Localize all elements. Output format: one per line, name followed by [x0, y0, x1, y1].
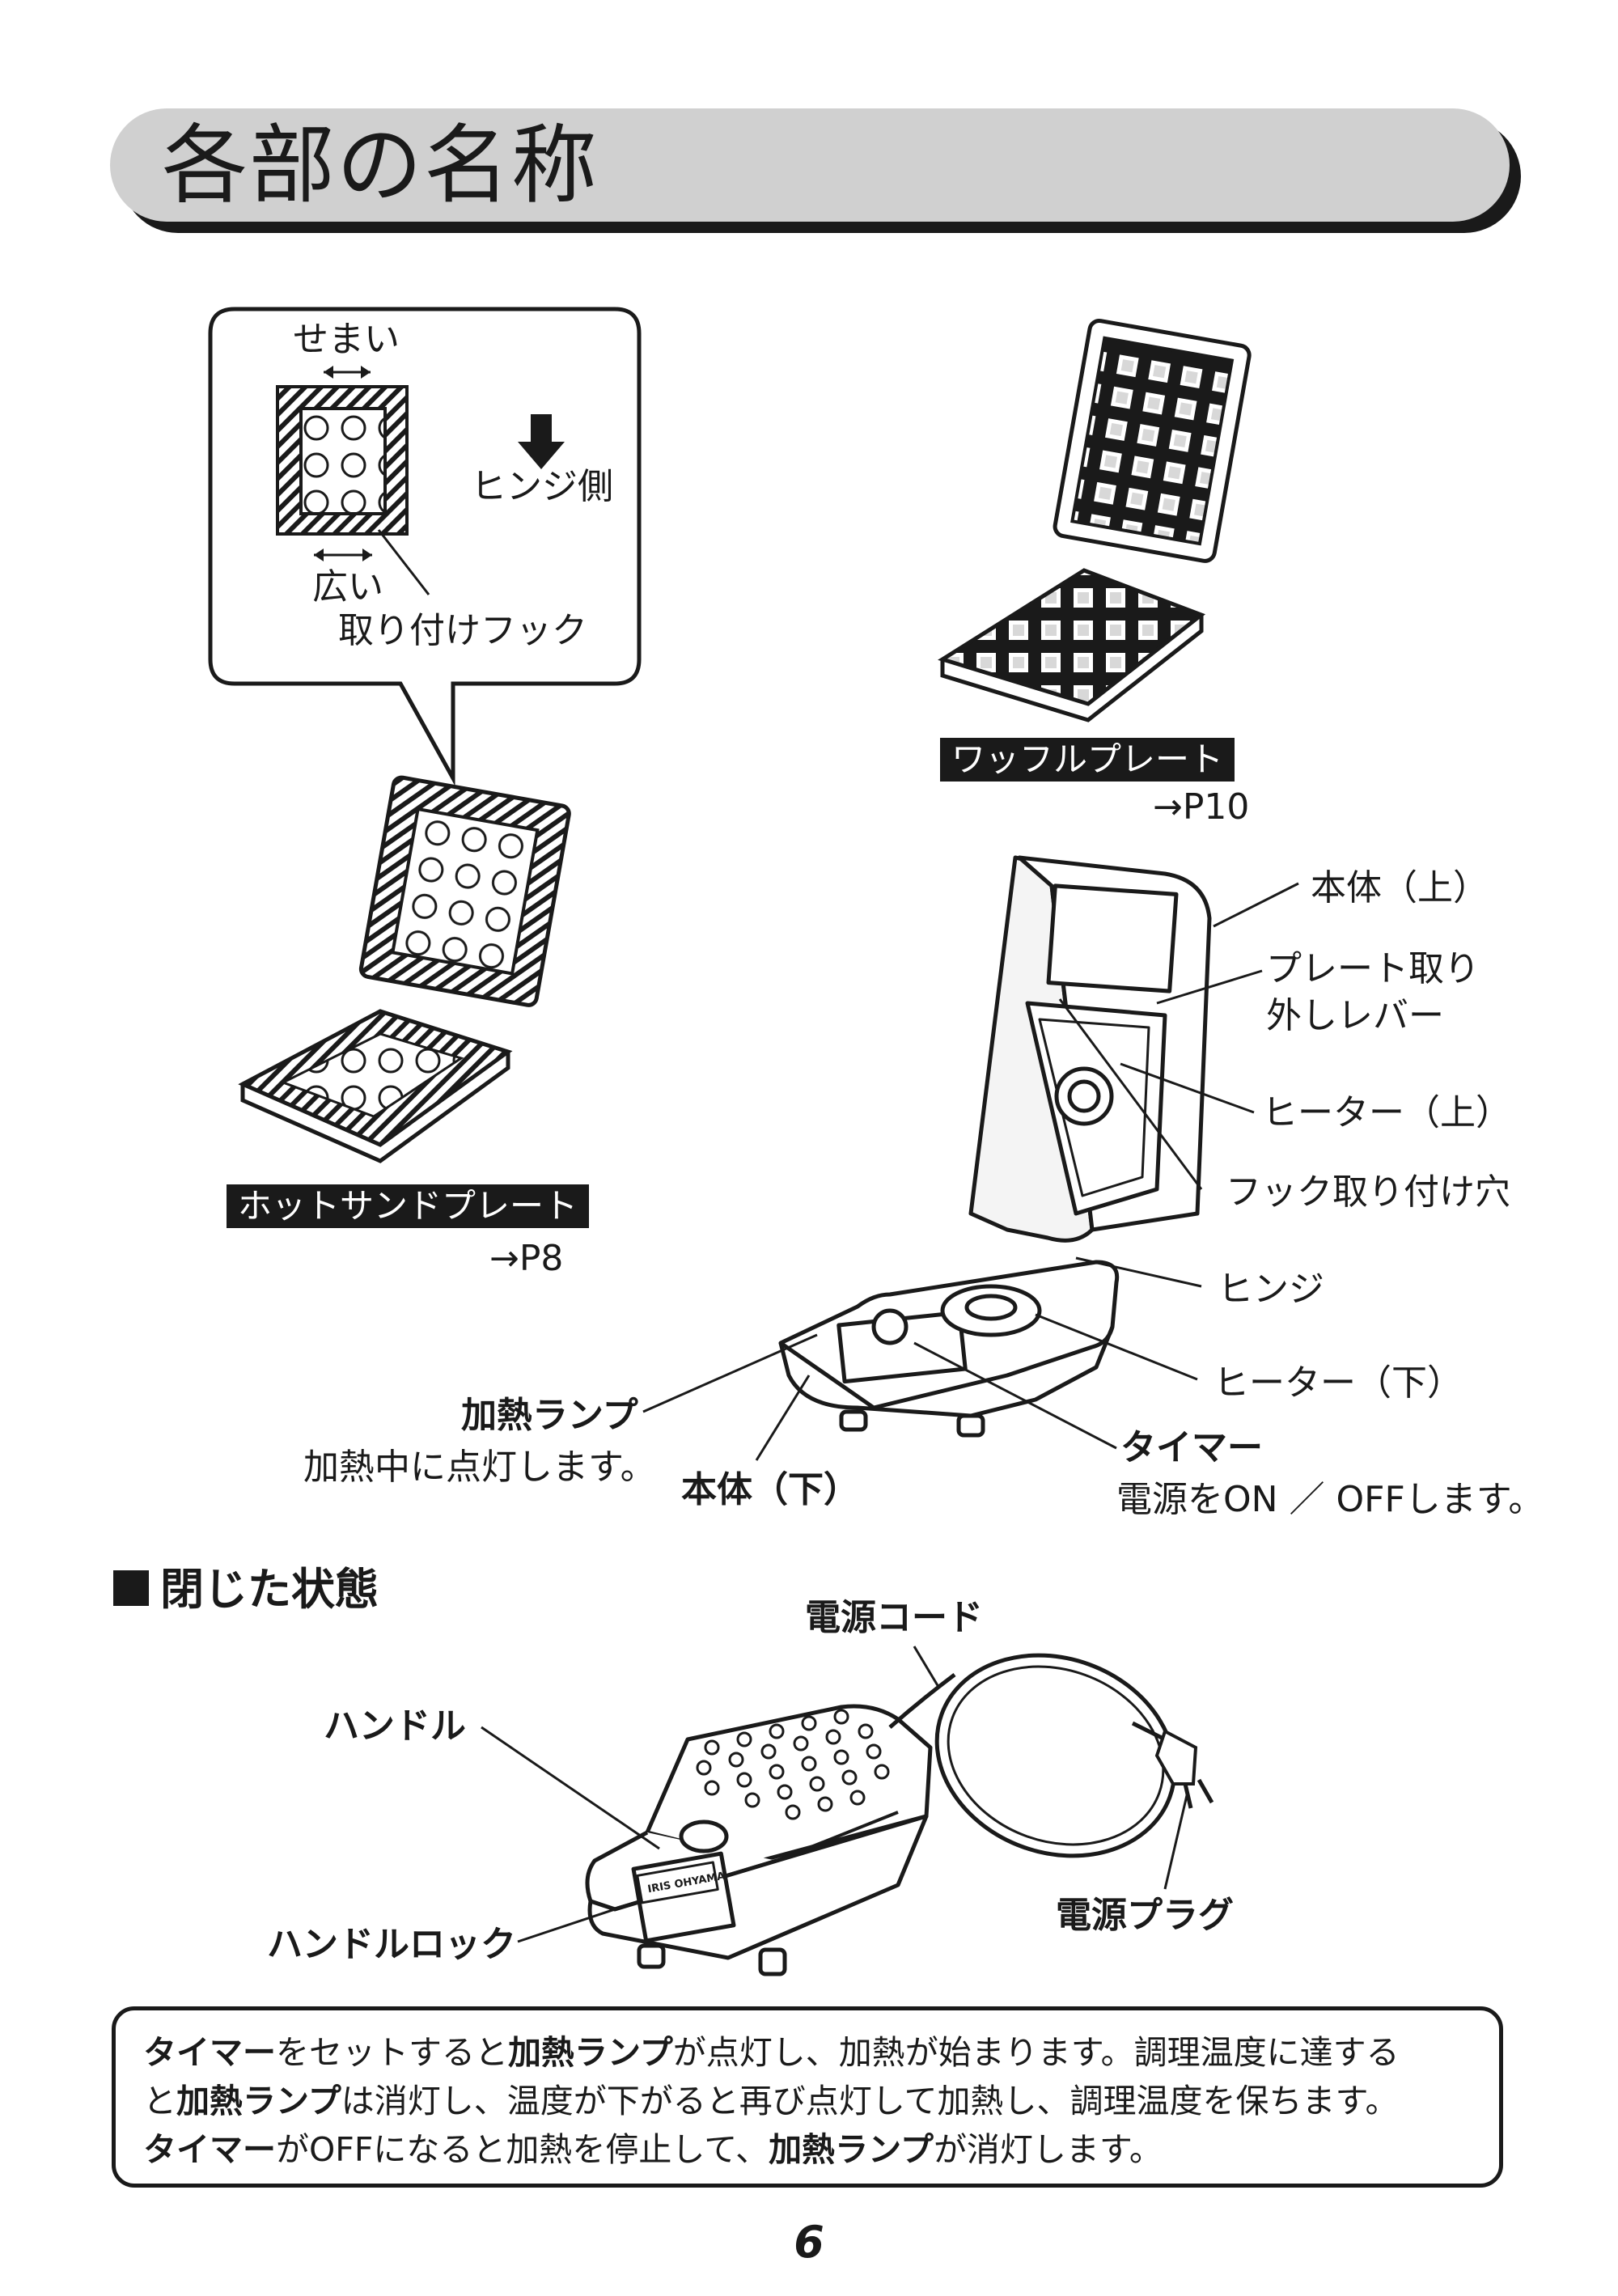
heater-upper-label: ヒーター（上） — [1262, 1092, 1511, 1133]
hotsand-plate-ref: →P8 — [489, 1238, 564, 1279]
arrow-down-icon — [518, 414, 565, 469]
note-text: は消灯し、温度が下がると再び点灯して加熱し、調理温度を保ちます。 — [341, 2082, 1399, 2120]
hook-hole-label: フック取り付け穴 — [1226, 1171, 1510, 1213]
waffle-plate-lower — [938, 568, 1206, 722]
note-line-3: タイマーがOFFになると加熱を停止して、加熱ランプが消灯します。 — [143, 2125, 1472, 2174]
closed-lid-pattern — [696, 1709, 890, 1820]
page-number: 6 — [794, 2217, 824, 2268]
waffle-plate-ref: →P10 — [1153, 786, 1250, 828]
note-term-lamp: 加熱ランプ — [769, 2130, 934, 2169]
closed-section-title: 閉じた状態 — [113, 1561, 379, 1618]
page-title: 各部の名称 — [162, 116, 599, 215]
note-text: がOFFになると加熱を停止して、 — [276, 2130, 769, 2169]
note-box: タイマーをセットすると加熱ランプが点灯し、加熱が始まります。調理温度に達する と… — [112, 2006, 1503, 2188]
note-text: が点灯し、加熱が始まります。調理温度に達する — [672, 2033, 1400, 2072]
note-term-timer: タイマー — [143, 2130, 276, 2169]
power-cord-label: 電源コード — [805, 1597, 983, 1638]
heater-lower-label: ヒーター（下） — [1214, 1362, 1463, 1404]
power-plug-icon — [1154, 1729, 1214, 1809]
handle-label: ハンドル — [324, 1705, 466, 1747]
timer-description: 電源をON ／ OFFします。 — [1116, 1479, 1544, 1520]
waffle-plate-upper — [1053, 319, 1252, 563]
power-cord — [888, 1653, 1177, 1858]
main-body-closed — [585, 1704, 933, 1976]
hinge-label: ヒンジ — [1218, 1269, 1324, 1310]
timer-label: タイマー — [1120, 1427, 1263, 1468]
plate-lever-label-2: 外しレバー — [1266, 995, 1444, 1036]
title-bar — [110, 108, 1510, 222]
note-text: をセットすると — [276, 2033, 508, 2072]
closed-leader-lines — [481, 1646, 1189, 1943]
wide-label: 広い — [312, 566, 383, 608]
heat-lamp-label: 加熱ランプ — [461, 1395, 638, 1436]
inset-callout — [208, 307, 642, 786]
hotsand-plate-lower — [238, 1009, 513, 1163]
note-term-lamp: 加熱ランプ — [508, 2033, 673, 2072]
hook-label: 取り付けフック — [338, 610, 587, 651]
inset-plate — [276, 366, 430, 595]
note-text: が消灯します。 — [933, 2130, 1163, 2169]
hinge-side-label: ヒンジ側 — [471, 466, 613, 507]
square-bullet-icon — [113, 1570, 149, 1606]
waffle-plate-tag: ワッフルプレート — [940, 738, 1235, 782]
plate-lever-label-1: プレート取り — [1266, 948, 1480, 989]
hotsand-plate-tag: ホットサンドプレート — [227, 1184, 590, 1228]
leader-lines — [642, 882, 1299, 1461]
note-term-lamp: 加熱ランプ — [176, 2082, 341, 2120]
hotsand-plate-upper — [358, 775, 571, 1007]
narrow-label: せまい — [293, 319, 400, 360]
closed-section-title-text: 閉じた状態 — [160, 1564, 379, 1615]
note-term-timer: タイマー — [143, 2033, 276, 2072]
note-text: と — [143, 2082, 176, 2120]
heat-lamp-description: 加熱中に点灯します。 — [303, 1447, 656, 1488]
handle-lock-label: ハンドルロック — [267, 1924, 516, 1965]
body-lower-label: 本体（下） — [681, 1469, 859, 1510]
power-plug-label: 電源プラグ — [1056, 1895, 1234, 1936]
note-line-2: と加熱ランプは消灯し、温度が下がると再び点灯して加熱し、調理温度を保ちます。 — [143, 2077, 1472, 2125]
note-line-1: タイマーをセットすると加熱ランプが点灯し、加熱が始まります。調理温度に達する — [143, 2028, 1472, 2077]
main-body-open — [778, 855, 1212, 1438]
body-upper-label: 本体（上） — [1311, 867, 1489, 909]
